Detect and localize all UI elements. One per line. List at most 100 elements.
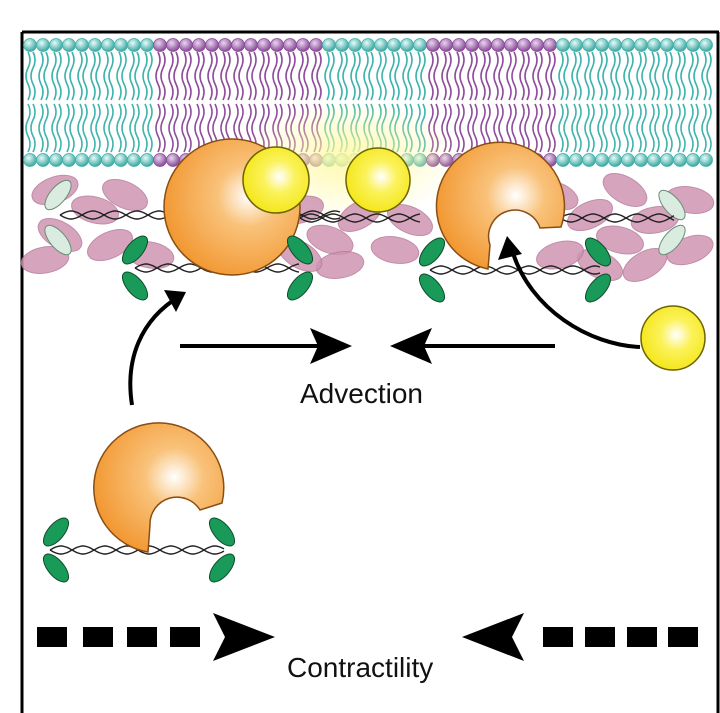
bound-motor-left (163, 138, 310, 276)
lipid-head (465, 38, 479, 52)
lipid-tail (636, 103, 647, 153)
lipid-head (699, 38, 713, 52)
lipid-tail (337, 51, 348, 101)
lipid-tail (519, 51, 530, 101)
lipid-tail (194, 103, 205, 153)
lipid-head (413, 38, 427, 52)
lipid-tail (532, 103, 543, 153)
lipid-head (205, 38, 219, 52)
lipid-tail (38, 103, 49, 153)
lipid-tail (142, 103, 153, 153)
binding-arrow (510, 249, 641, 349)
lipid-tail (389, 51, 400, 101)
lipid-tail (220, 51, 231, 101)
lipid-tail (428, 51, 439, 101)
lipid-tail (467, 51, 478, 101)
lipid-head (634, 153, 648, 167)
arrow-head (213, 613, 275, 661)
lipid-head (36, 153, 50, 167)
lipid-tail (298, 51, 309, 101)
lipid-head (179, 38, 193, 52)
lipid-head (673, 153, 687, 167)
crosslinker (418, 237, 446, 303)
binding-arrow-head (498, 236, 522, 260)
actin-blob (87, 228, 133, 262)
lipid-tail (168, 51, 179, 101)
lipid-tail (480, 51, 491, 101)
lipid-head (439, 38, 453, 52)
lipid-tail (584, 51, 595, 101)
lipid-tail (64, 103, 75, 153)
lipid-head (231, 38, 245, 52)
lipid-tail (51, 103, 62, 153)
lipid-tail (376, 51, 387, 101)
lipid-head (582, 153, 596, 167)
lipid-head (387, 38, 401, 52)
lipid-tail (493, 51, 504, 101)
lipid-tail (675, 51, 686, 101)
lipid-head (634, 38, 648, 52)
lipid-head (595, 153, 609, 167)
lipid-head (114, 153, 128, 167)
crosslinker (584, 237, 612, 303)
lipid-tail (610, 51, 621, 101)
arrow-head (462, 613, 524, 661)
lipid-tail (610, 103, 621, 153)
lipid-tail (415, 51, 426, 101)
crosslinker (286, 235, 314, 301)
advection-arrow-left (390, 328, 555, 364)
lipid-tail (636, 51, 647, 101)
lipid-head (322, 38, 336, 52)
crosslinker (208, 517, 236, 583)
lipid-head (127, 153, 141, 167)
lipid-tail (181, 51, 192, 101)
lipid-tail (77, 51, 88, 101)
lipid-head (101, 38, 115, 52)
lipid-tail (532, 51, 543, 101)
lipid-head (556, 153, 570, 167)
lipid-tail (454, 103, 465, 153)
lipid-tail (623, 51, 634, 101)
lipid-head (36, 38, 50, 52)
actin-filament (429, 265, 601, 275)
crosslinkers (42, 235, 612, 583)
advection-arrow-right (180, 328, 352, 364)
actin-blob (102, 178, 148, 212)
lipid-tail (246, 51, 257, 101)
lipid-tail (285, 51, 296, 101)
lipid-tail (454, 51, 465, 101)
lipid-head (348, 38, 362, 52)
lipid-tail (363, 51, 374, 101)
lipid-tail (597, 103, 608, 153)
lipid-head (153, 38, 167, 52)
lipid-head (218, 38, 232, 52)
lipid-head (166, 153, 180, 167)
pale-crosslinker-left (44, 179, 72, 256)
lipid-tail (103, 51, 114, 101)
crosslinker (121, 235, 149, 301)
lipid-tail (181, 103, 192, 153)
lipid-tail (662, 51, 673, 101)
dash-segment (668, 627, 698, 647)
lipid-tail (233, 51, 244, 101)
dash-segment (543, 627, 573, 647)
lipid-head (452, 38, 466, 52)
lipid-tail (90, 51, 101, 101)
lipid-head (426, 38, 440, 52)
advection-label: Advection (300, 378, 423, 409)
lipid-tail (77, 103, 88, 153)
actin-blob (536, 240, 584, 270)
lipid-head (478, 38, 492, 52)
lipid-tail (129, 51, 140, 101)
lipid-head (517, 38, 531, 52)
actin-blob (306, 224, 354, 256)
lipid-tail (441, 51, 452, 101)
lipid-tail (51, 51, 62, 101)
lipid-tail (155, 51, 166, 101)
lipid-head (49, 38, 63, 52)
lipid-tail (402, 51, 413, 101)
lipid-head (491, 38, 505, 52)
lipid-tail (519, 103, 530, 153)
lipid-head (192, 38, 206, 52)
